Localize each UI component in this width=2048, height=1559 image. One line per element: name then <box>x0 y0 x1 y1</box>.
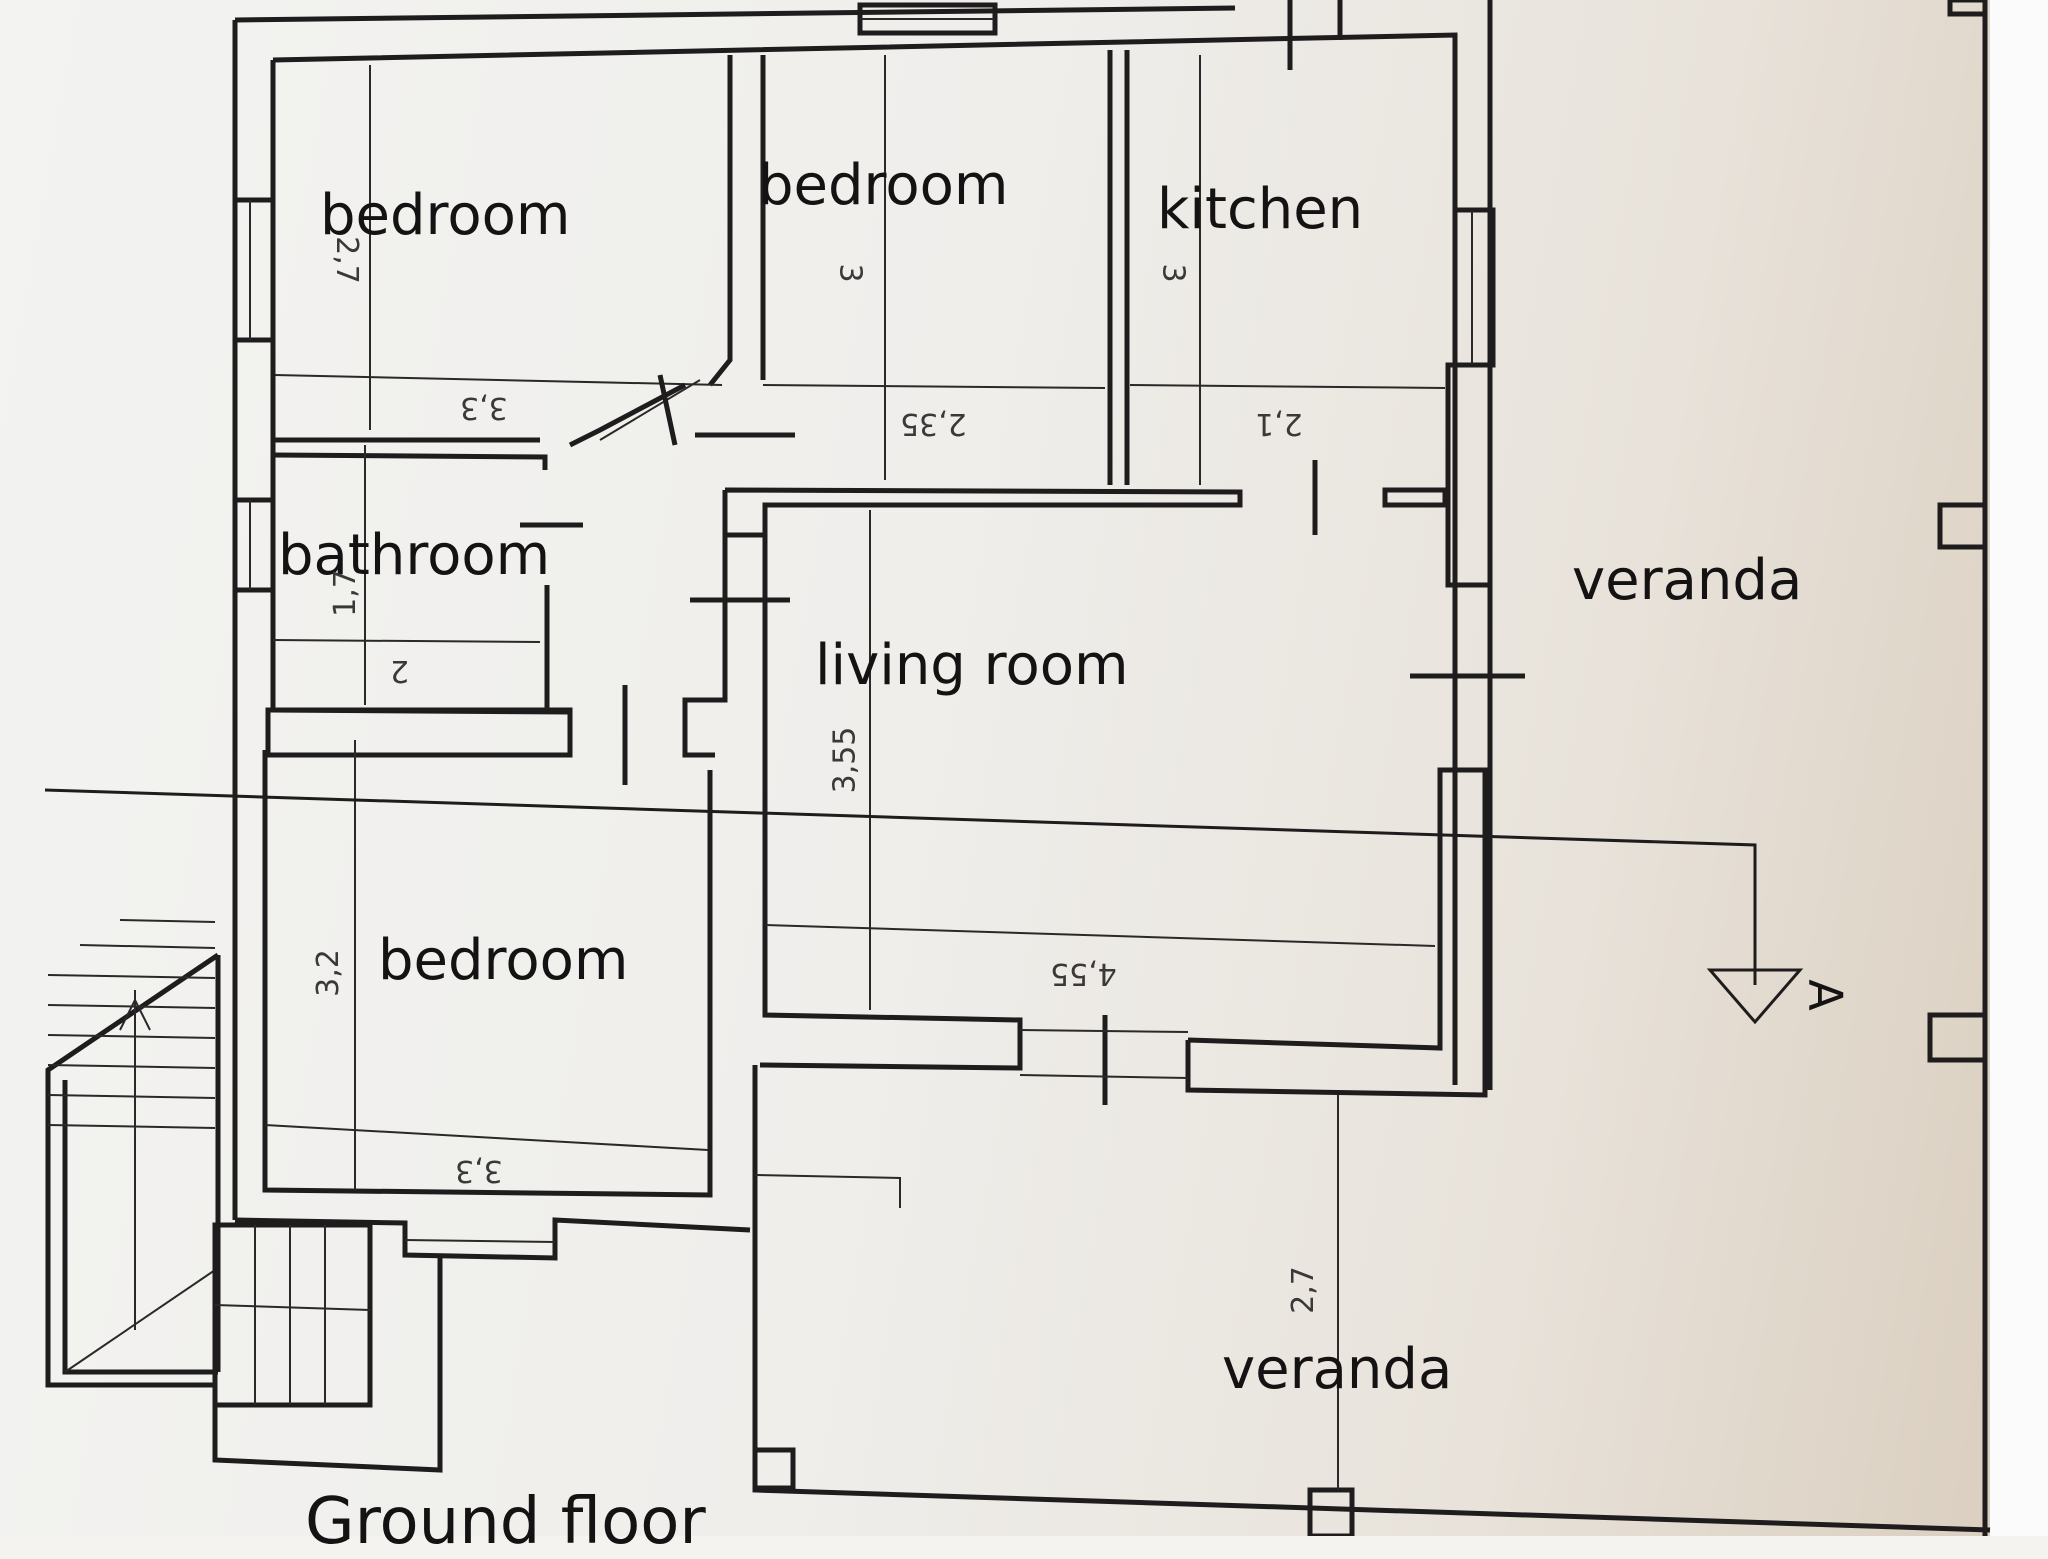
dim-bedroom-1-horizontal: 3,3 <box>460 390 508 425</box>
dim-kitchen-horizontal: 2,1 <box>1255 406 1303 441</box>
exterior-walls <box>232 0 1493 1220</box>
dim-bedroom-1-vertical: 2,7 <box>328 236 364 284</box>
staircase <box>45 919 443 1473</box>
dim-kitchen-vertical: 3 <box>1155 263 1191 283</box>
room-label-bedroom-1: bedroom <box>320 183 571 248</box>
page-margin <box>1990 0 2048 1536</box>
section-line-a <box>44 788 1804 1025</box>
plan-title: Ground floor <box>305 1485 706 1559</box>
east-veranda-outline <box>1927 0 1988 1536</box>
room-label-bathroom: bathroom <box>278 523 551 588</box>
dim-bedroom-2-horizontal: 2,35 <box>900 406 967 441</box>
dim-bathroom-horizontal: 2 <box>390 653 410 688</box>
bedroom-3-walls <box>234 740 751 1261</box>
room-label-bedroom-3: bedroom <box>378 928 629 993</box>
dim-bedroom-3-horizontal: 3,3 <box>455 1153 503 1188</box>
living-room-walls <box>622 505 1525 1105</box>
room-label-living-room: living room <box>815 633 1129 698</box>
dim-veranda-south-vertical: 2,7 <box>1285 1266 1321 1314</box>
dim-bathroom-vertical: 1,7 <box>327 569 363 617</box>
bathroom-walls <box>232 374 795 758</box>
room-label-veranda-south: veranda <box>1222 1337 1453 1402</box>
dim-bedroom-3-vertical: 3,2 <box>310 949 346 997</box>
dim-bedroom-2-vertical: 3 <box>832 263 868 283</box>
dim-living-room-horizontal: 4,55 <box>1050 956 1117 991</box>
room-label-kitchen: kitchen <box>1157 177 1364 242</box>
bedroom-2-kitchen-walls <box>722 50 1496 588</box>
south-veranda-outline <box>752 1065 1991 1536</box>
room-label-veranda-east: veranda <box>1572 548 1803 613</box>
dim-living-room-vertical: 3,55 <box>827 726 863 794</box>
section-marker-label: A <box>1798 979 1853 1011</box>
room-label-bedroom-2: bedroom <box>758 153 1009 218</box>
